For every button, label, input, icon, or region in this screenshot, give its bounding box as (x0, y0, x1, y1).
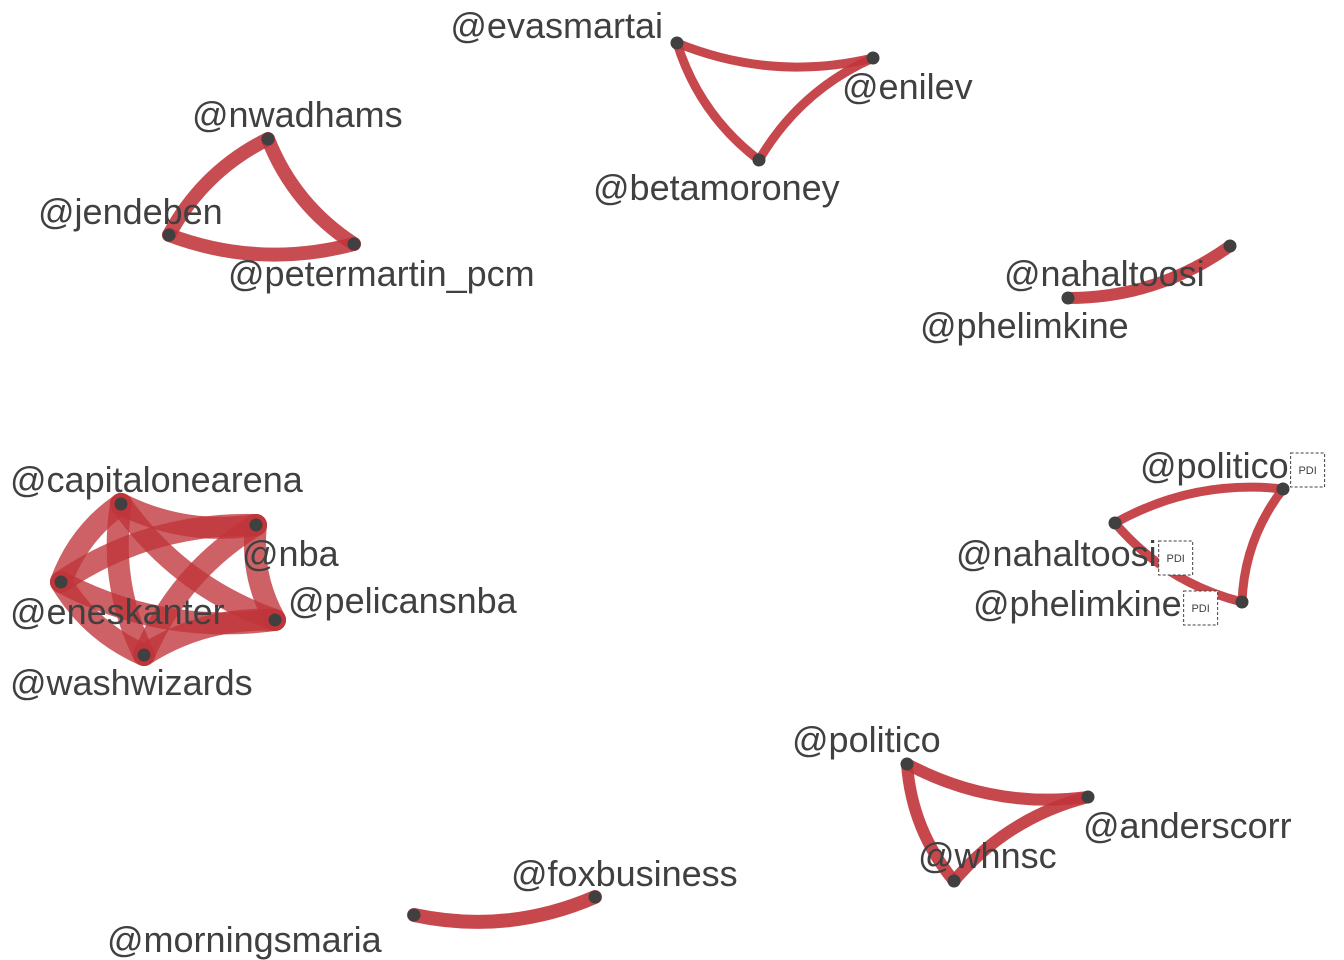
node-foxbusiness (588, 890, 602, 904)
edge-capitalonearena-washwizards (106, 493, 155, 666)
node-label-phelimkine: @phelimkine (920, 305, 1129, 346)
node-label-pelicansnba: @pelicansnba (288, 580, 518, 621)
pdi-glyph-text: PDI (1298, 465, 1316, 477)
node-label-washwizards: @washwizards (10, 662, 253, 703)
node-label-jendeben: @jendeben (38, 191, 223, 232)
node-enilev (866, 51, 880, 65)
edge-anderscorr-whnsc (948, 791, 1094, 887)
node-pelicansnba (268, 613, 282, 627)
pdi-glyph-icon: PDI (1290, 452, 1326, 488)
edge-politico-whnsc (901, 758, 960, 887)
node-label-whnsc: @whnsc (918, 835, 1057, 876)
node-label-evasmartai: @evasmartai (450, 5, 663, 46)
node-label-phelimkine_pdi: @phelimkine (973, 583, 1182, 624)
pdi-glyph-icon: PDI (1158, 540, 1194, 576)
edge-nba-eneskanter (50, 513, 267, 593)
node-phelimkine_pdi (1235, 595, 1249, 609)
node-label-eneskanter: @eneskanter (10, 591, 225, 632)
edge-eneskanter-washwizards (50, 571, 155, 666)
node-label-enilev: @enilev (842, 66, 973, 107)
node-nwadhams (261, 132, 275, 146)
node-phelimkine (1061, 291, 1075, 305)
node-nahaltoosi_pdi (1108, 516, 1122, 530)
edge-politico_pdi-phelimkine_pdi (1237, 484, 1288, 607)
node-betamoroney (752, 153, 766, 167)
node-label-nwadhams: @nwadhams (192, 94, 403, 135)
node-capitalonearena (114, 497, 128, 511)
node-nahaltoosi (1223, 239, 1237, 253)
node-label-betamoroney: @betamoroney (593, 167, 840, 208)
edge-politico-anderscorr (901, 758, 1094, 806)
nodes-layer (54, 36, 1290, 922)
node-washwizards (137, 648, 151, 662)
node-label-politico: @politico (792, 719, 941, 760)
node-label-capitalonearena: @capitalonearena (10, 459, 304, 500)
node-jendeben (162, 228, 176, 242)
node-label-foxbusiness: @foxbusiness (511, 853, 738, 894)
edge-evasmartai-betamoroney (672, 38, 764, 165)
edge-politico_pdi-nahaltoosi_pdi (1110, 482, 1288, 528)
node-anderscorr (1081, 790, 1095, 804)
node-label-morningsmaria: @morningsmaria (107, 919, 383, 960)
edges-layer (50, 38, 1288, 929)
pdi-glyph-text: PDI (1167, 553, 1185, 565)
edge-nwadhams-jendeben (162, 132, 275, 242)
node-label-nahaltoosi_pdi: @nahaltoosi (956, 533, 1157, 574)
node-label-nahaltoosi: @nahaltoosi (1004, 253, 1205, 294)
edge-pelicansnba-washwizards (133, 608, 286, 666)
edge-evasmartai-enilev (672, 38, 878, 72)
node-label-nba: @nba (242, 533, 340, 574)
node-whnsc (947, 874, 961, 888)
node-politico (900, 757, 914, 771)
node-politico_pdi (1276, 482, 1290, 496)
node-label-petermartin_pcm: @petermartin_pcm (228, 253, 535, 294)
edge-phelimkine-nahaltoosi (1062, 240, 1236, 304)
node-morningsmaria (407, 908, 421, 922)
edge-jendeben-petermartin_pcm (162, 228, 361, 262)
edge-nwadhams-petermartin_pcm (261, 132, 361, 251)
node-eneskanter (54, 575, 68, 589)
edge-enilev-betamoroney (754, 53, 878, 165)
pdi-glyph-text: PDI (1191, 603, 1209, 615)
pdi-glyph-icon: PDI (1183, 590, 1219, 626)
edge-morningsmaria-foxbusiness (407, 890, 602, 929)
node-nba (249, 518, 263, 532)
node-label-anderscorr: @anderscorr (1083, 805, 1292, 846)
node-petermartin_pcm (347, 237, 361, 251)
node-evasmartai (670, 36, 684, 50)
edge-nba-washwizards (133, 514, 267, 666)
node-label-politico_pdi: @politico (1140, 445, 1289, 486)
labels-layer: @evasmartai @enilev @betamoroney @nwadhams @… (10, 5, 1326, 960)
